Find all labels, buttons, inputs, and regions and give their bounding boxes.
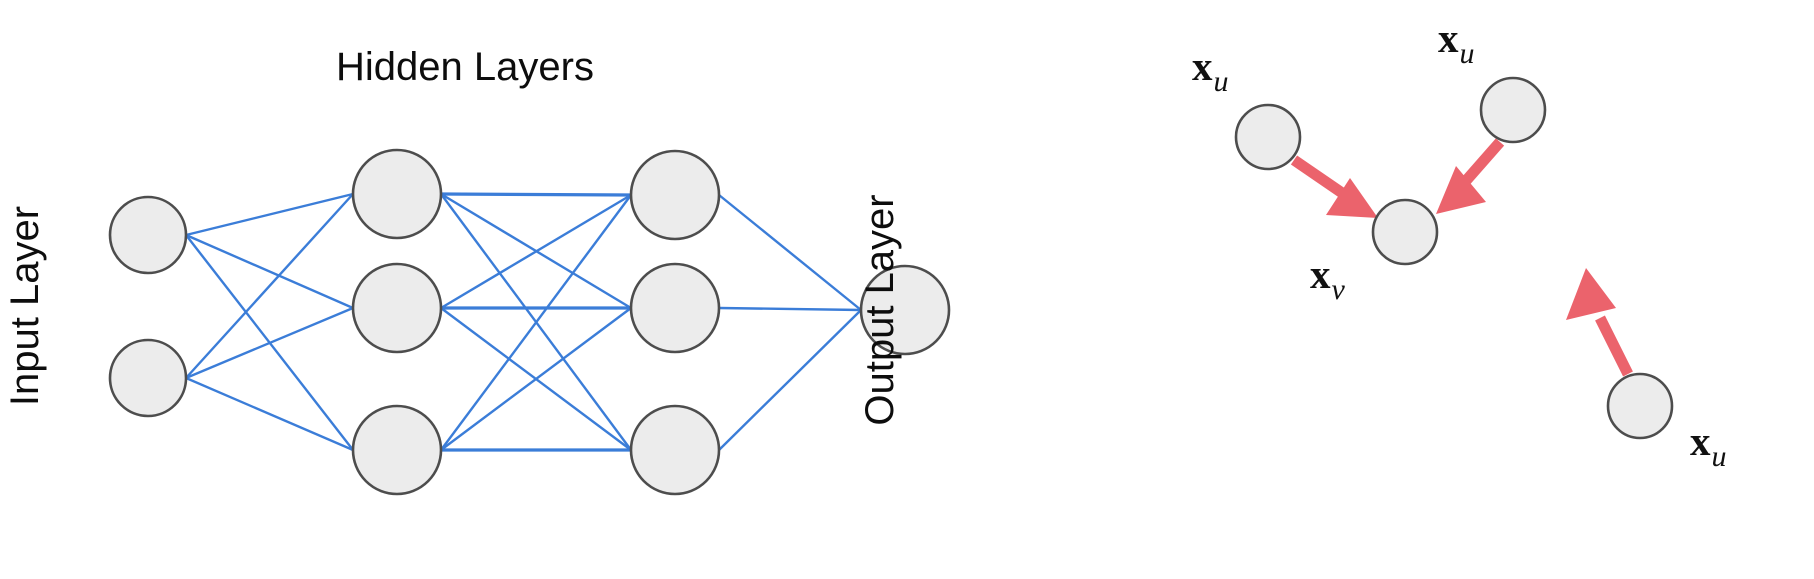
- svg-text:xu: xu: [1192, 43, 1229, 98]
- edge-h1n2-h2n1: [440, 307, 632, 451]
- arrow-u1-head: [1326, 178, 1378, 218]
- arrow-u2-shaft: [1459, 138, 1505, 187]
- node-neighbor-u1[interactable]: [1234, 103, 1302, 171]
- input-layer-nodes: [108, 195, 188, 418]
- edge-in0-h1n0: [185, 192, 354, 237]
- node-neighbor-u2[interactable]: [1479, 76, 1547, 144]
- arrow-u1-to-v: [1290, 155, 1378, 218]
- arrow-u2-head: [1436, 166, 1486, 214]
- hidden-layers-title: Hidden Layers: [336, 45, 594, 89]
- node-hidden1-0[interactable]: [351, 148, 443, 240]
- node-neighbor-u3[interactable]: [1606, 372, 1674, 440]
- label-xu-top-right: xu: [1438, 15, 1475, 70]
- edges-hidden2-to-output: [718, 194, 862, 451]
- edge-in1-h1n2: [185, 376, 354, 452]
- svg-text:xu: xu: [1438, 15, 1475, 70]
- arrow-u3-to-v: [1566, 268, 1633, 377]
- arrow-u3-shaft: [1595, 315, 1633, 377]
- node-hidden1-2[interactable]: [351, 404, 443, 496]
- edge-in0-h1n1: [185, 233, 354, 310]
- label-xu3-sub: u: [1712, 440, 1727, 473]
- edges-hidden1-to-hidden2: [440, 192, 632, 452]
- label-xv-center: xv: [1310, 251, 1346, 306]
- input-layer-label: Input Layer: [3, 206, 47, 406]
- label-xu2-base: x: [1438, 15, 1459, 61]
- edge-h2n1-out0: [718, 306, 862, 312]
- label-xu2-sub: u: [1460, 37, 1475, 70]
- edge-h2n0-out0: [718, 194, 862, 311]
- node-hidden2-0[interactable]: [629, 149, 721, 241]
- label-xu-bottom-right: xu: [1690, 418, 1727, 473]
- edge-h1n1-h2n0: [440, 193, 632, 310]
- output-layer-nodes: [859, 264, 951, 356]
- edge-h1n2-h2n0: [440, 194, 632, 451]
- svg-text:xv: xv: [1310, 251, 1346, 306]
- label-xu3-base: x: [1690, 418, 1711, 464]
- label-xu1-sub: u: [1214, 65, 1229, 98]
- edge-in1-h1n1: [185, 306, 354, 380]
- node-hidden1-1[interactable]: [351, 262, 443, 354]
- node-center-v[interactable]: [1371, 198, 1439, 266]
- edges-input-to-hidden1: [185, 192, 354, 452]
- label-xv-base: x: [1310, 251, 1331, 297]
- arrow-u1-shaft: [1290, 155, 1352, 202]
- label-xu1-base: x: [1192, 43, 1213, 89]
- svg-text:xu: xu: [1690, 418, 1727, 473]
- label-xu-top-left: xu: [1192, 43, 1229, 98]
- label-xv-sub: v: [1332, 273, 1346, 306]
- edge-in1-h1n0: [185, 193, 354, 379]
- edge-h2n2-out0: [718, 309, 862, 451]
- node-hidden2-2[interactable]: [629, 404, 721, 496]
- node-hidden2-1[interactable]: [629, 262, 721, 354]
- node-input-1[interactable]: [108, 338, 188, 418]
- arrow-u2-to-v: [1436, 138, 1505, 214]
- arrow-u3-head: [1566, 268, 1616, 320]
- output-layer-label: Output Layer: [858, 194, 902, 425]
- node-input-0[interactable]: [108, 195, 188, 275]
- hidden-layer-1-nodes: [351, 148, 443, 496]
- message-passing-panel: xu xu xv xu: [1192, 15, 1727, 473]
- node-output-0[interactable]: [859, 264, 951, 356]
- neural-network-panel: Hidden Layers Input Layer Output Layer: [3, 45, 951, 496]
- edge-h1n0-h2n0: [440, 192, 632, 197]
- hidden-layer-2-nodes: [629, 149, 721, 496]
